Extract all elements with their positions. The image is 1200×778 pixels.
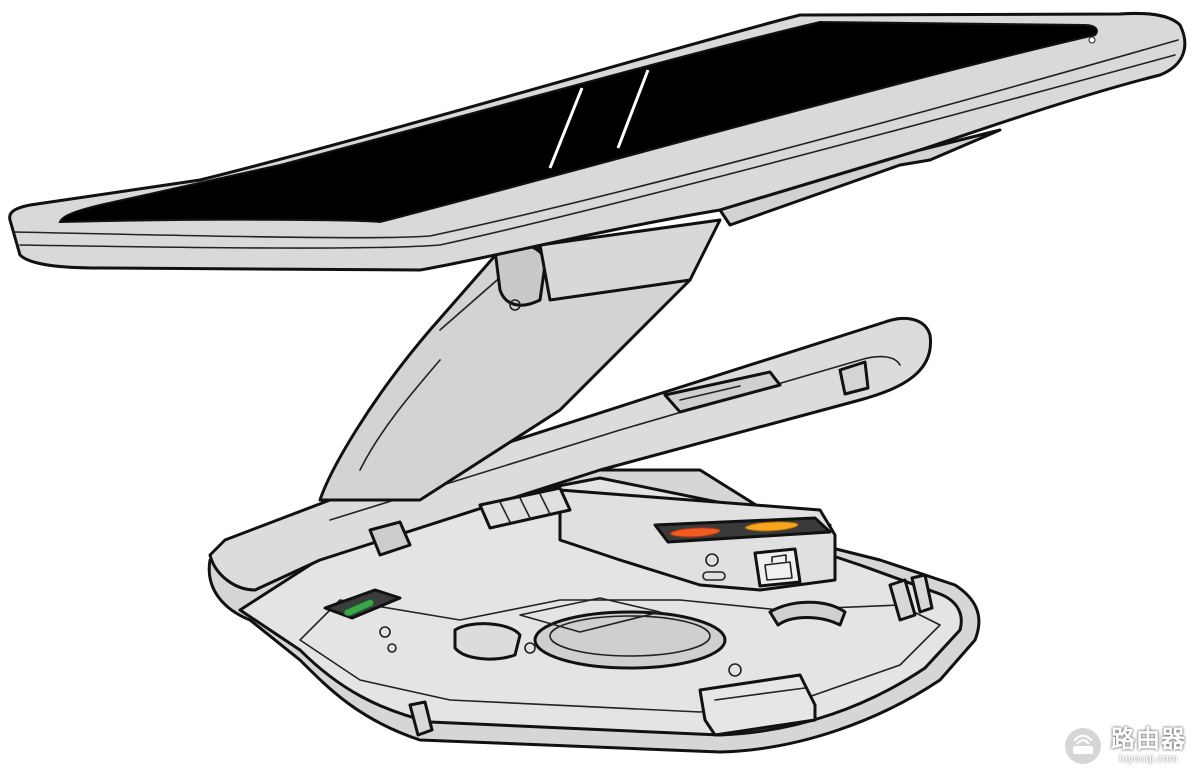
ethernet-port-icon [753, 547, 802, 588]
hinged-lid [208, 317, 933, 592]
power-indicator-icon [343, 599, 375, 617]
port-block [558, 488, 837, 592]
screen [58, 20, 1098, 224]
stand-arm [318, 218, 722, 502]
watermark-text: 路由器 [1111, 725, 1186, 753]
port-orange-icon [744, 521, 799, 532]
camera-icon [1088, 36, 1096, 44]
tablet-display [8, 11, 1187, 272]
power-connector [323, 588, 402, 620]
audio-jack-icon [705, 553, 719, 567]
watermark-url: luyouqi.com [1119, 753, 1178, 765]
port-red-icon [669, 527, 721, 538]
router-logo-icon [1065, 728, 1101, 764]
watermark: 路由器 luyouqi.com [1063, 726, 1186, 766]
